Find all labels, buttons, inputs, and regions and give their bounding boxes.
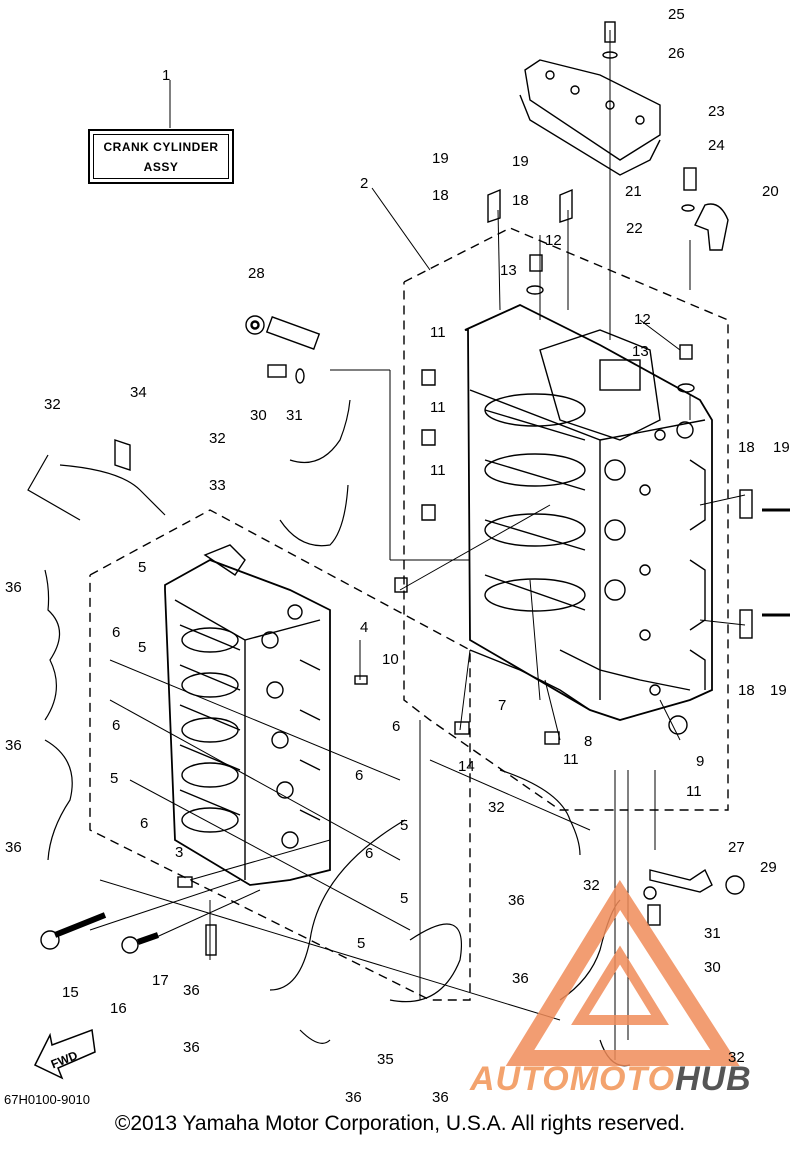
- callout-6c: 6: [140, 815, 148, 832]
- callout-32e: 32: [728, 1049, 745, 1066]
- callout-2: 2: [360, 175, 368, 192]
- callout-25: 25: [668, 6, 685, 23]
- callout-5c: 5: [110, 770, 118, 787]
- callout-9: 9: [696, 753, 704, 770]
- callout-7: 7: [498, 697, 506, 714]
- callout-30a: 30: [250, 407, 267, 424]
- callout-32a: 32: [44, 396, 61, 413]
- callout-12b: 12: [634, 311, 651, 328]
- callout-36e: 36: [183, 1039, 200, 1056]
- callout-5a: 5: [138, 559, 146, 576]
- callout-32d: 32: [583, 877, 600, 894]
- callout-18c: 18: [738, 439, 755, 456]
- callout-5f: 5: [357, 935, 365, 952]
- callout-14: 14: [458, 758, 475, 775]
- cylinder-cover: [519, 59, 661, 176]
- document-code: 67H0100-9010: [4, 1092, 91, 1107]
- callout-32b: 32: [209, 430, 226, 447]
- callout-28: 28: [248, 265, 265, 282]
- callout-23: 23: [708, 103, 725, 120]
- callout-6f: 6: [365, 845, 373, 862]
- callout-11e: 11: [686, 783, 702, 800]
- callout-36f: 36: [345, 1089, 362, 1106]
- callout-11b: 11: [430, 399, 446, 416]
- small-parts: [40, 21, 790, 956]
- callout-36i: 36: [512, 970, 529, 987]
- callout-21: 21: [625, 183, 642, 200]
- callout-36d: 36: [183, 982, 200, 999]
- watermark-text-main: AUTOMOTO: [470, 1060, 676, 1098]
- copyright-notice: ©2013 Yamaha Motor Corporation, U.S.A. A…: [114, 1112, 686, 1135]
- callout-20: 20: [762, 183, 779, 200]
- callout-19a: 19: [432, 150, 449, 167]
- callout-5e: 5: [400, 890, 408, 907]
- callout-13a: 13: [500, 262, 517, 279]
- callout-36c: 36: [5, 839, 22, 856]
- crankcase-body: [464, 304, 713, 721]
- callout-15: 15: [62, 984, 79, 1001]
- callout-16: 16: [110, 1000, 127, 1017]
- callout-1: 1: [162, 67, 170, 84]
- callout-6d: 6: [392, 718, 400, 735]
- callout-26: 26: [668, 45, 685, 62]
- watermark-text-dark: HUB: [675, 1060, 752, 1098]
- cylinder-body: [164, 544, 331, 886]
- callout-11a: 11: [430, 324, 446, 341]
- fwd-arrow: [33, 1028, 96, 1080]
- callout-4: 4: [360, 619, 368, 636]
- callout-31b: 31: [704, 925, 721, 942]
- title-line-1: CRANK CYLINDER: [103, 139, 219, 154]
- callout-19b: 19: [512, 153, 529, 170]
- callout-27: 27: [728, 839, 745, 856]
- callout-10: 10: [382, 651, 399, 668]
- callout-24: 24: [708, 137, 725, 154]
- callout-6b: 6: [112, 717, 120, 734]
- callout-8: 8: [584, 733, 592, 750]
- leader-lines: [89, 30, 746, 1060]
- callout-36a: 36: [5, 579, 22, 596]
- dashed-outline-cylinder: [89, 509, 471, 1001]
- callout-36g: 36: [432, 1089, 449, 1106]
- title-line-2: ASSY: [143, 159, 179, 174]
- callout-33: 33: [209, 477, 226, 494]
- callout-31a: 31: [286, 407, 303, 424]
- dashed-outline-crankcase: [403, 227, 729, 811]
- callout-13b: 13: [632, 343, 649, 360]
- callout-18b: 18: [512, 192, 529, 209]
- watermark-text: AUTOMOTOHUB: [470, 1060, 752, 1099]
- callout-19d: 19: [770, 682, 787, 699]
- fwd-label: FWD: [49, 1048, 80, 1071]
- callout-34: 34: [130, 384, 147, 401]
- callout-32c: 32: [488, 799, 505, 816]
- callout-19c: 19: [773, 439, 790, 456]
- callout-6a: 6: [112, 624, 120, 641]
- callout-36b: 36: [5, 737, 22, 754]
- callout-30b: 30: [704, 959, 721, 976]
- watermark-logo: [505, 879, 740, 1066]
- callout-5d: 5: [400, 817, 408, 834]
- callout-3: 3: [175, 844, 183, 861]
- assembly-title-box: CRANK CYLINDER ASSY: [88, 129, 234, 184]
- callout-6e: 6: [355, 767, 363, 784]
- callout-5b: 5: [138, 639, 146, 656]
- callout-18a: 18: [432, 187, 449, 204]
- callout-11d: 11: [563, 751, 579, 768]
- callout-11c: 11: [430, 462, 446, 479]
- callout-36h: 36: [508, 892, 525, 909]
- callout-18d: 18: [738, 682, 755, 699]
- callout-35: 35: [377, 1051, 394, 1068]
- callout-29b: 29: [760, 859, 777, 876]
- callout-labels: 1 2 3 4 5 5 5 5 5 5 6 6 6 6 6 6 7 8 9 10…: [5, 6, 790, 1106]
- callout-22: 22: [626, 220, 643, 237]
- callout-12a: 12: [545, 232, 562, 249]
- callout-17: 17: [152, 972, 169, 989]
